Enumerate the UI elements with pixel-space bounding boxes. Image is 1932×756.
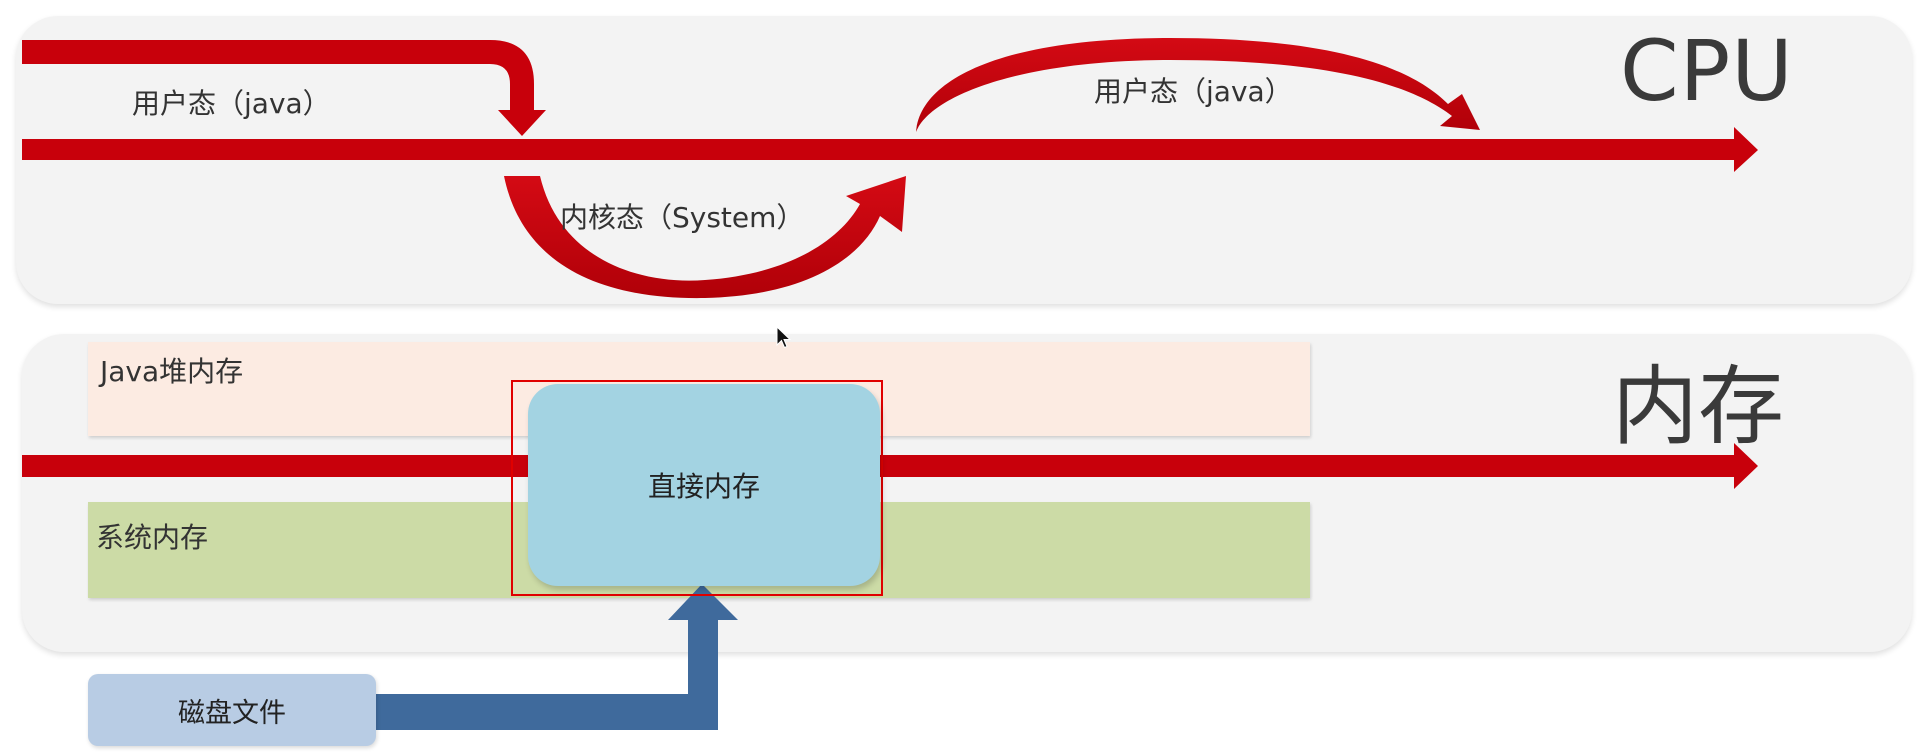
kernel-to-user-arc-arrow <box>886 38 1480 132</box>
user-mode-label-right: 用户态（java） <box>1094 75 1293 108</box>
memory-title: 内存 <box>1612 357 1784 457</box>
cpu-title: CPU <box>1620 22 1794 120</box>
kernel-mode-label: 内核态（System） <box>560 201 805 234</box>
kernel-mode-arc-arrow <box>504 176 906 299</box>
disk-to-direct-memory-arrow <box>376 584 738 730</box>
java-heap-label: Java堆内存 <box>100 355 244 388</box>
mouse-pointer-icon <box>776 326 792 349</box>
user-to-kernel-arrow <box>22 40 546 136</box>
disk-file-box: 磁盘文件 <box>88 674 376 746</box>
direct-memory-label: 直接内存 <box>647 470 760 503</box>
direct-memory-box: 直接内存 <box>528 384 880 586</box>
system-memory-label: 系统内存 <box>96 521 209 554</box>
user-mode-label-left: 用户态（java） <box>132 87 331 120</box>
disk-file-label: 磁盘文件 <box>178 697 286 729</box>
cpu-timeline-arrow <box>22 127 1758 172</box>
memory-timeline-arrow <box>22 443 1758 489</box>
direct-memory-highlight-frame <box>511 380 883 596</box>
